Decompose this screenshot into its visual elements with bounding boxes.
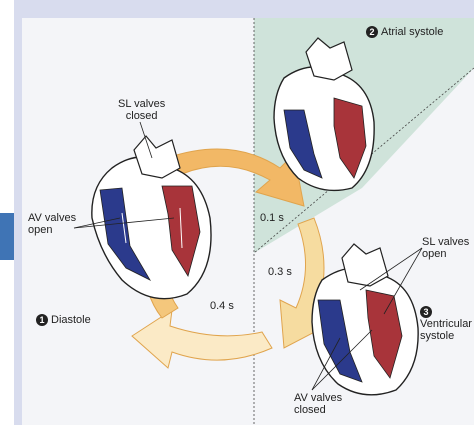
cardiac-cycle-diagram (22, 18, 474, 425)
annotation-av-open-line1: AV valves (28, 212, 76, 224)
annotation-sl-open-line2: open (422, 248, 446, 260)
stage-1-label: Diastole (51, 314, 91, 326)
annotation-sl-closed: SL valves closed (118, 98, 165, 122)
annotation-sl-closed-line2: closed (126, 110, 158, 122)
aorta-diastole (134, 136, 180, 178)
time-label-0-1: 0.1 s (260, 212, 284, 224)
annotation-av-open: AV valves open (28, 212, 76, 236)
annotation-av-closed: AV valves closed (294, 392, 342, 416)
heart-ventricular-systole (312, 244, 418, 395)
annotation-sl-open: SL valves open (422, 236, 469, 260)
annotation-av-closed-line1: AV valves (294, 392, 342, 404)
time-label-0-3: 0.3 s (268, 266, 292, 278)
stage-3-label-line1: Ventricular (420, 318, 472, 330)
stage-3-badge: 3 (420, 306, 432, 318)
time-label-0-4: 0.4 s (210, 300, 234, 312)
aorta-ventricular (342, 244, 388, 286)
stage-2-badge: 2 (366, 26, 378, 38)
stage-ventricular-systole: 3 Ventricular systole (420, 306, 472, 342)
annotation-sl-closed-line1: SL valves (118, 98, 165, 110)
annotation-av-closed-line2: closed (294, 404, 326, 416)
annotation-sl-open-line1: SL valves (422, 236, 469, 248)
annotation-av-open-line2: open (28, 224, 52, 236)
stage-3-label-line2: systole (420, 330, 454, 342)
left-tab-marker (0, 213, 14, 260)
stage-1-badge: 1 (36, 314, 48, 326)
stage-2-label: Atrial systole (381, 26, 443, 38)
